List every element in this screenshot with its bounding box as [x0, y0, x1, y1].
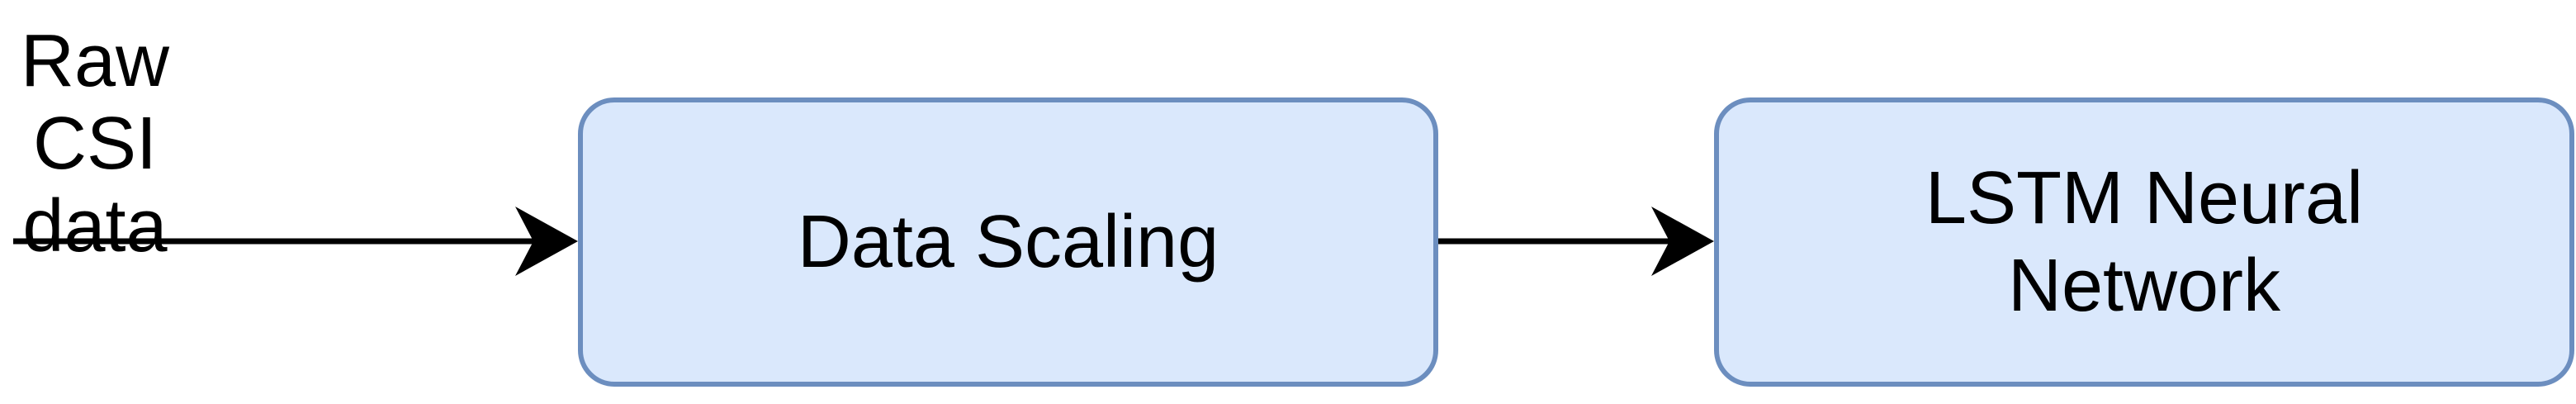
data-scaling-box: Data Scaling [578, 97, 1438, 387]
arrowhead-scaling [1651, 207, 1714, 276]
arrowhead-input [515, 207, 578, 276]
lstm-neural-network-box: LSTM Neural Network [1714, 97, 2574, 387]
data-scaling-label: Data Scaling [797, 201, 1219, 283]
lstm-label-line-2: Network [2007, 245, 2281, 327]
arrow-scaling-to-lstm [1438, 207, 1714, 276]
arrow-input-to-scaling [13, 207, 578, 276]
input-label-line-1: Raw CSI [20, 20, 170, 185]
lstm-label-line-1: LSTM Neural [1925, 157, 2364, 240]
input-label: Raw CSI data [0, 20, 190, 268]
input-label-line-2: data [22, 185, 168, 268]
